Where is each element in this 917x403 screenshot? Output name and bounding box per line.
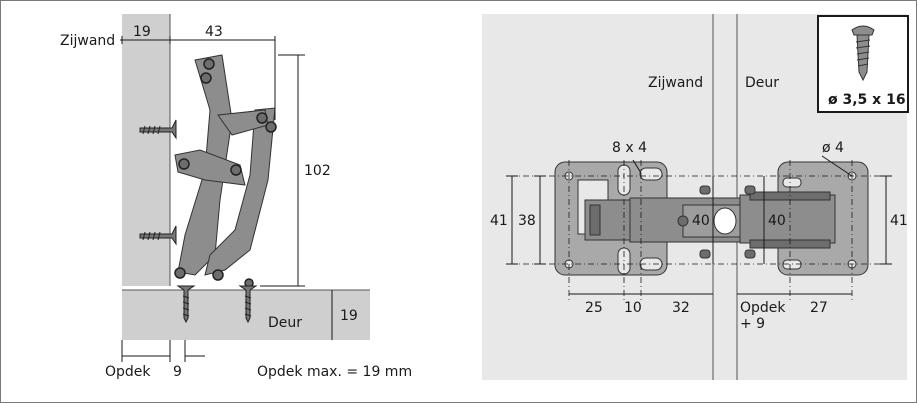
dim-left-outer: 41 [490, 213, 508, 229]
dim-hinge-height: 102 [304, 163, 331, 179]
dim-hinge-width: 43 [205, 24, 223, 40]
left-side-wall-label: Zijwand [60, 33, 115, 49]
dim-right-plate: 41 [890, 213, 908, 229]
right-dimensions [506, 155, 892, 295]
dim-27: 27 [810, 300, 828, 316]
left-overlay-label: Opdek [105, 364, 151, 380]
left-view: Zijwand 19 43 102 Deur 19 Opdek 9 Opdek … [60, 14, 412, 380]
slot-size-label: 8 x 4 [612, 140, 647, 156]
slot-top-right [639, 167, 663, 181]
wall-screw-bottom [139, 225, 177, 246]
hole-size-label: ø 4 [822, 140, 844, 156]
door-screw-right [238, 285, 258, 324]
dim-wall-thickness: 19 [133, 24, 151, 40]
right-view: ø 3,5 x 16 [482, 14, 909, 380]
right-overlay-label: Opdek [740, 300, 786, 316]
wall-screw-top [139, 119, 177, 140]
right-side-wall-label: Zijwand [648, 75, 703, 91]
door-screw-left [176, 285, 196, 324]
dim-center-left: 40 [692, 213, 710, 229]
right-door-label: Deur [745, 75, 779, 91]
dim-10: 10 [624, 300, 642, 316]
dim-32: 32 [672, 300, 690, 316]
right-overlay-plus: + 9 [740, 316, 765, 332]
screw-icon [851, 25, 875, 82]
center-lines [510, 160, 890, 300]
screw-box: ø 3,5 x 16 [817, 15, 909, 113]
screw-size-label: ø 3,5 x 16 [828, 92, 906, 108]
side-wall-panel [122, 14, 170, 286]
dim-door-thickness: 19 [340, 308, 358, 324]
dim-offset-9: 9 [173, 364, 182, 380]
hinge-arms [174, 54, 276, 276]
left-door-label: Deur [268, 315, 302, 331]
dim-left-inner: 38 [518, 213, 536, 229]
overlay-max-note: Opdek max. = 19 mm [257, 364, 412, 380]
dim-25: 25 [585, 300, 603, 316]
dim-center-right: 40 [768, 213, 786, 229]
left-dimensions [120, 36, 333, 362]
hinge-rivets [174, 58, 277, 288]
